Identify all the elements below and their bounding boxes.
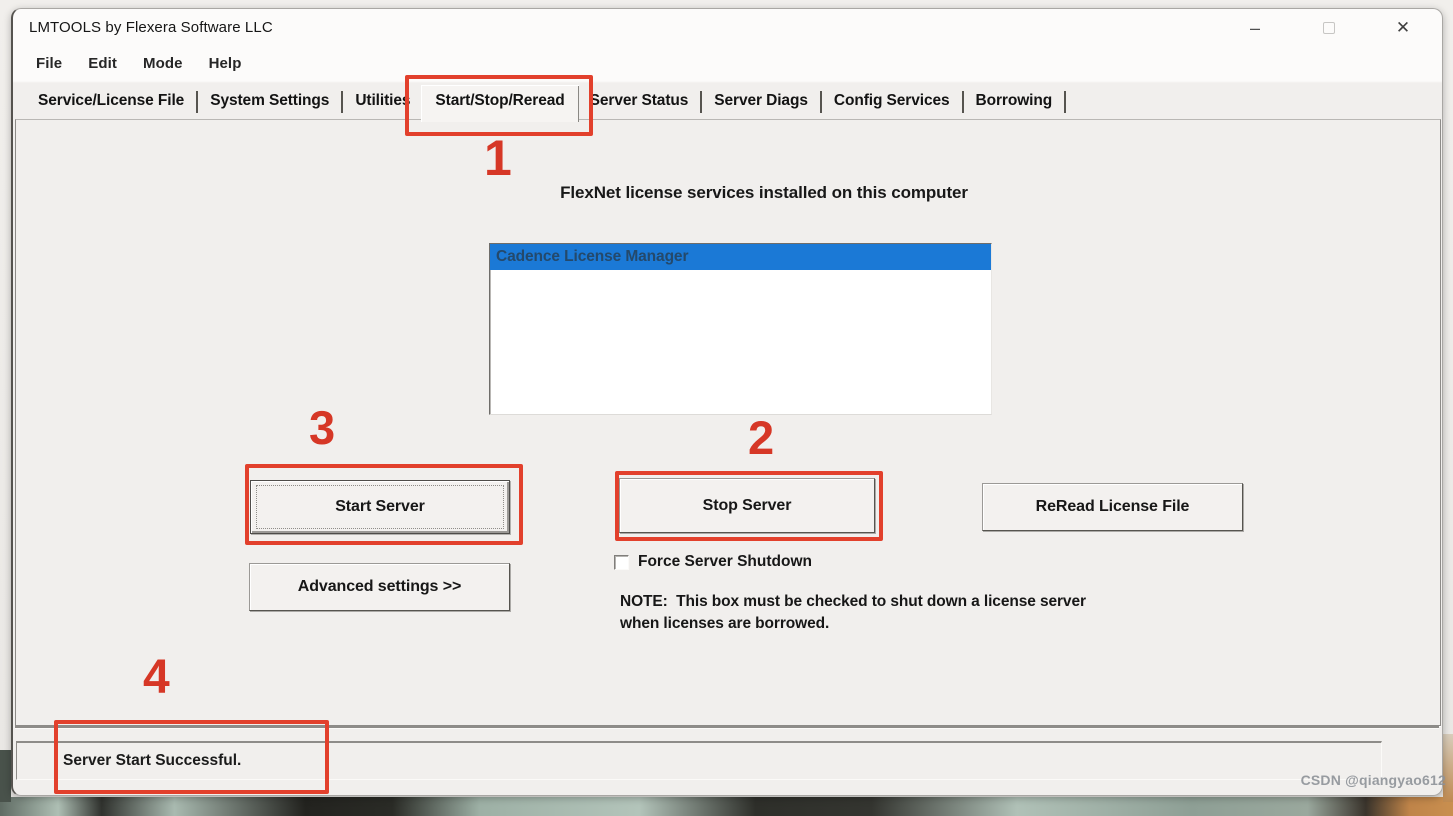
tab-server-status[interactable]: Server Status	[589, 92, 689, 109]
watermark: CSDN @qiangyao612	[1300, 772, 1446, 788]
stop-server-button[interactable]: Stop Server 2	[615, 414, 883, 541]
status-bar: Server Start Successful.	[16, 741, 1382, 780]
tab-bar: Service/License File System Settings Uti…	[27, 75, 1432, 183]
close-button[interactable]: ✕	[1394, 18, 1412, 37]
menu-help[interactable]: Help	[208, 54, 242, 72]
desktop-background-strip	[0, 797, 1453, 816]
tab-page	[15, 119, 1441, 726]
app-window: LMTOOLS by Flexera Software LLC – ✕ File…	[11, 8, 1443, 796]
note-line2: when licenses are borrowed.	[620, 615, 830, 632]
menu-mode[interactable]: Mode	[142, 54, 183, 72]
advanced-settings-label: Advanced settings >>	[297, 578, 462, 595]
close-icon: ✕	[1395, 18, 1411, 37]
tab-start-stop-reread-label: Start/Stop/Reread	[435, 92, 565, 109]
list-item-selected[interactable]: Cadence License Manager	[490, 244, 991, 270]
tab-separator	[1064, 91, 1067, 113]
title-bar: LMTOOLS by Flexera Software LLC – ✕	[13, 9, 1442, 47]
tab-server-diags[interactable]: Server Diags	[714, 92, 808, 109]
menu-bar: File Edit Mode Help	[23, 47, 254, 79]
tab-utilities[interactable]: Utilities	[355, 92, 411, 109]
start-server-button[interactable]: Start Server 3	[245, 404, 523, 545]
note-line1: NOTE: This box must be checked to shut d…	[620, 593, 1086, 610]
desktop-background-left	[0, 750, 11, 802]
minimize-icon: –	[1249, 18, 1260, 38]
tab-separator	[196, 91, 199, 113]
maximize-icon	[1323, 22, 1335, 34]
tab-service-license-file[interactable]: Service/License File	[38, 92, 185, 109]
tab-system-settings[interactable]: System Settings	[210, 92, 330, 109]
status-message: Server Start Successful.	[63, 752, 242, 769]
stop-server-label: Stop Server	[702, 496, 792, 514]
force-shutdown-label[interactable]: Force Server Shutdown	[638, 553, 812, 570]
desktop-background-right	[1443, 734, 1453, 802]
start-server-label: Start Server	[335, 498, 425, 515]
status-separator	[15, 726, 1439, 728]
tab-config-services[interactable]: Config Services	[833, 92, 950, 109]
menu-file[interactable]: File	[36, 54, 63, 72]
tab-borrowing[interactable]: Borrowing	[975, 92, 1053, 109]
menu-edit[interactable]: Edit	[88, 54, 117, 72]
window-controls: – ✕	[1246, 9, 1412, 47]
maximize-button[interactable]	[1320, 19, 1338, 37]
tab-separator	[341, 91, 344, 113]
tab-separator	[819, 91, 822, 113]
service-listbox[interactable]: Cadence License Manager	[489, 243, 992, 415]
tab-start-stop-reread[interactable]: Start/Stop/Reread 1	[405, 75, 593, 183]
tab-separator	[961, 91, 964, 113]
minimize-button[interactable]: –	[1246, 19, 1264, 37]
reread-license-file-button[interactable]: ReRead License File	[982, 483, 1243, 531]
force-shutdown-checkbox[interactable]	[614, 554, 629, 570]
force-shutdown-row: Force Server Shutdown	[614, 553, 812, 571]
tab-separator	[700, 91, 703, 113]
services-heading: FlexNet license services installed on th…	[560, 183, 968, 202]
advanced-settings-button[interactable]: Advanced settings >>	[249, 563, 510, 611]
reread-license-file-label: ReRead License File	[1035, 498, 1190, 515]
window-title: LMTOOLS by Flexera Software LLC	[29, 19, 273, 36]
